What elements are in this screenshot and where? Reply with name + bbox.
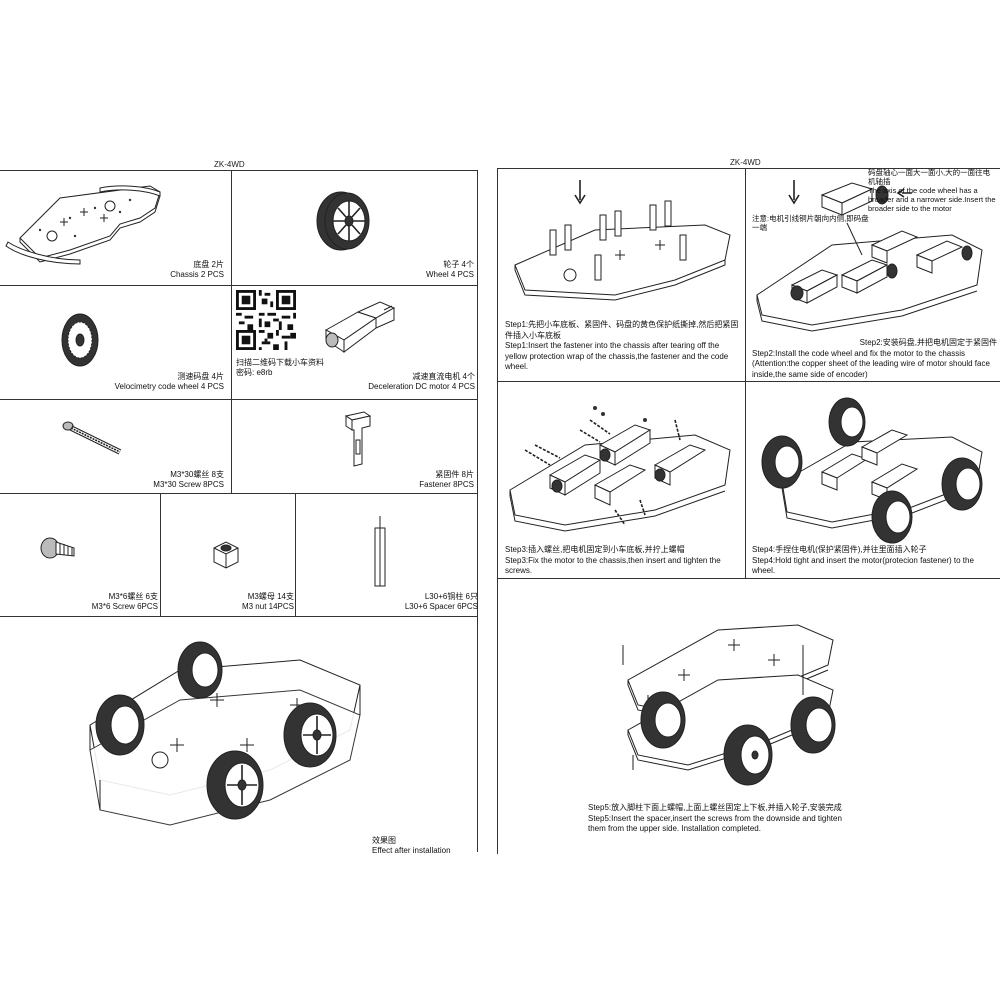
right-row-divider-2: [497, 578, 1000, 579]
chassis-plate-drawing: [5, 185, 161, 265]
right-row-divider-1: [497, 381, 1000, 382]
assembled-car-drawing: [89, 641, 361, 826]
row-divider-1: [0, 285, 478, 286]
col-divider-b: [160, 493, 161, 616]
right-left-rule: [497, 168, 498, 854]
code-wheel-drawing: [61, 313, 99, 367]
step5-drawing: [622, 624, 836, 786]
step2-drawing: [756, 180, 983, 332]
step2-text: Step2:安装码盘,并把电机固定于紧固件 Step2:Install the …: [752, 338, 997, 379]
left-sheet-header: ZK-4WD: [214, 160, 245, 169]
wheel-drawing: [316, 191, 370, 251]
row-divider-3: [0, 493, 478, 494]
qr-code-image: [236, 290, 296, 350]
dc-motor-drawing: [324, 301, 396, 353]
left-right-rule: [477, 170, 478, 852]
col-divider-c: [295, 493, 296, 616]
step5-text: Step5:放入脚柱下面上螺帽,上面上螺丝固定上下板,并插入轮子,安装完成 St…: [588, 803, 842, 833]
row-divider-2: [0, 399, 478, 400]
right-top-rule: [497, 168, 1000, 169]
spacer-drawing: [374, 516, 386, 587]
short-screw-drawing: [40, 537, 75, 559]
step4-text: Step4:手捏住电机(保护紧固件),并往里面插入轮子 Step4:Hold t…: [752, 545, 974, 575]
step3-text: Step3:插入螺丝,把电机固定到小车底板,并拧上螺帽 Step3:Fix th…: [505, 545, 721, 575]
step3-drawing: [509, 406, 731, 532]
step2-note: 码盘轴心一面大一面小,大的一面往电机轴插 The axis of the cod…: [868, 168, 996, 213]
step1-text: Step1:先把小车底板、紧固件、码盘的黄色保护纸撕掉,然后把紧固件插入小车底板…: [505, 320, 739, 371]
right-col-divider: [745, 168, 746, 578]
qr-caption: 扫描二维码下载小车资料密码: e8rb: [236, 358, 324, 377]
nut-drawing: [213, 541, 239, 569]
step2-attention: 注意:电机引线铜片朝向内侧,即码盘一端: [752, 214, 869, 232]
col-divider-a: [231, 170, 232, 493]
step1-drawing: [514, 180, 731, 301]
fastener-drawing: [344, 411, 372, 467]
left-top-rule: [0, 170, 478, 171]
long-screw-drawing: [62, 421, 122, 455]
right-sheet-header: ZK-4WD: [730, 158, 761, 167]
step4-drawing: [761, 397, 983, 544]
row-divider-4: [0, 616, 478, 617]
